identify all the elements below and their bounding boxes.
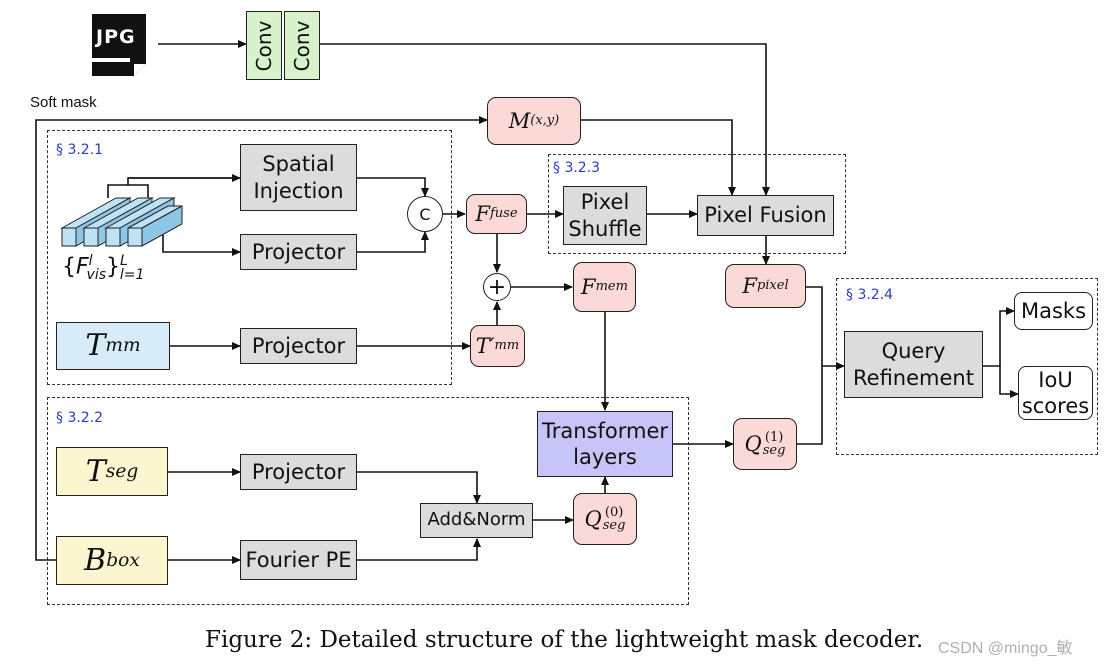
visual-features-sub: vis: [86, 266, 107, 283]
q-seg-0-node: Q(0)seg: [573, 493, 637, 545]
iou-scores-box: IoU scores: [1018, 366, 1093, 420]
concat-operator: C: [407, 196, 443, 232]
b-box-sub: box: [106, 549, 140, 571]
add-operator: +: [483, 273, 511, 301]
q-seg-1-scripts: (1)seg: [763, 431, 786, 457]
region-3-2-3: [548, 154, 846, 254]
jpg-file-icon: JPG: [88, 12, 150, 78]
region-3-2-1: [47, 130, 452, 385]
q-seg-1-base: Q: [744, 431, 762, 456]
t-mm-prime-base: T′: [475, 333, 495, 358]
visual-features-stack: [60, 196, 185, 251]
t-seg-base: T: [85, 453, 106, 489]
soft-mask-label: Soft mask: [30, 94, 97, 111]
feature-bracket: [107, 177, 238, 198]
projector-mm-box: Projector: [240, 328, 357, 364]
visual-features-label: {Flvis}Ll=1: [62, 253, 144, 283]
section-label-3-2-1: § 3.2.1: [56, 142, 104, 158]
arrow-spatial-to-concat: [357, 177, 429, 197]
transformer-layers-box: Transformer layers: [537, 411, 673, 477]
q-seg-1-sup: (1): [764, 429, 784, 445]
arrow-refinement-to-iou: [999, 366, 1019, 398]
line-qseg1-to-refinement: [797, 366, 823, 445]
q-seg-0-scripts: (0)seg: [603, 506, 626, 532]
soft-mask-node: M(x,y): [487, 97, 581, 145]
pixel-fusion-box: Pixel Fusion: [697, 195, 834, 236]
arrow-projector-to-addnorm: [357, 471, 481, 504]
conv-block-2: Conv: [284, 11, 320, 80]
visual-features-base: F: [76, 254, 89, 280]
add-norm-box: Add&Norm: [420, 503, 533, 538]
arrow-conv-to-pixel-fusion: [320, 43, 770, 196]
visual-features-sup: l: [88, 253, 93, 269]
soft-mask-node-base: M: [508, 108, 531, 133]
q-seg-0-sub: seg: [602, 518, 626, 533]
conv-block-1-label: Conv: [252, 20, 276, 71]
f-pixel-sub: pixel: [756, 277, 789, 293]
t-mm-base: T: [85, 328, 106, 364]
q-seg-0-sup: (0): [604, 504, 624, 520]
conv-block-2-label: Conv: [290, 20, 314, 71]
arrow-fpixel-to-refinement: [806, 286, 845, 370]
q-seg-1-node: Q(1)seg: [733, 418, 797, 470]
t-mm-prime-sub: mm: [494, 337, 520, 353]
pixel-shuffle-box: Pixel Shuffle: [563, 186, 647, 245]
f-fuse-sub: fuse: [489, 205, 518, 221]
arrow-fourier-to-addnorm: [357, 538, 481, 561]
figure-caption: Figure 2: Detailed structure of the ligh…: [205, 627, 924, 653]
spatial-injection-box: Spatial Injection: [240, 144, 357, 211]
masks-box: Masks: [1014, 292, 1093, 330]
section-label-3-2-2: § 3.2.2: [56, 410, 104, 426]
b-box-base: B: [84, 542, 107, 578]
section-label-3-2-4: § 3.2.4: [846, 287, 894, 303]
arrow-refinement-to-masks: [983, 307, 1015, 367]
q-seg-1-sub: seg: [762, 443, 786, 458]
t-mm-sub: mm: [105, 335, 141, 357]
visual-features-range-sup: L: [120, 253, 128, 269]
projector-vis-box: Projector: [240, 234, 357, 270]
jpg-file-icon-shape: [92, 14, 146, 76]
line-bbox-to-mask: [35, 116, 488, 561]
visual-features-stack-shape: [60, 197, 183, 247]
conv-block-1: Conv: [246, 11, 282, 80]
visual-features-range-sub: l=1: [119, 266, 145, 283]
jpg-file-text: JPG: [96, 26, 136, 48]
section-label-3-2-3: § 3.2.3: [553, 160, 601, 176]
visual-features-close: }: [106, 254, 121, 280]
arrow-projector-to-concat: [357, 231, 429, 253]
query-refinement-box: Query Refinement: [844, 331, 983, 398]
f-mem-sub: mem: [595, 278, 628, 294]
f-pixel-base: F: [742, 273, 757, 298]
visual-features-open: {: [62, 254, 76, 280]
fourier-pe-box: Fourier PE: [240, 540, 357, 580]
region-3-2-2: [47, 397, 689, 605]
t-seg-sub: seg: [105, 460, 139, 482]
watermark: CSDN @mingo_敏: [938, 640, 1073, 657]
soft-mask-node-sub: (x,y): [530, 112, 560, 128]
t-mm-prime-node: T′mm: [470, 325, 525, 367]
f-mem-base: F: [581, 274, 596, 299]
q-seg-0-base: Q: [584, 506, 602, 531]
f-fuse-base: F: [475, 201, 490, 226]
projector-seg-box: Projector: [240, 454, 357, 490]
arrow-mask-to-pixel-fusion: [581, 119, 736, 196]
